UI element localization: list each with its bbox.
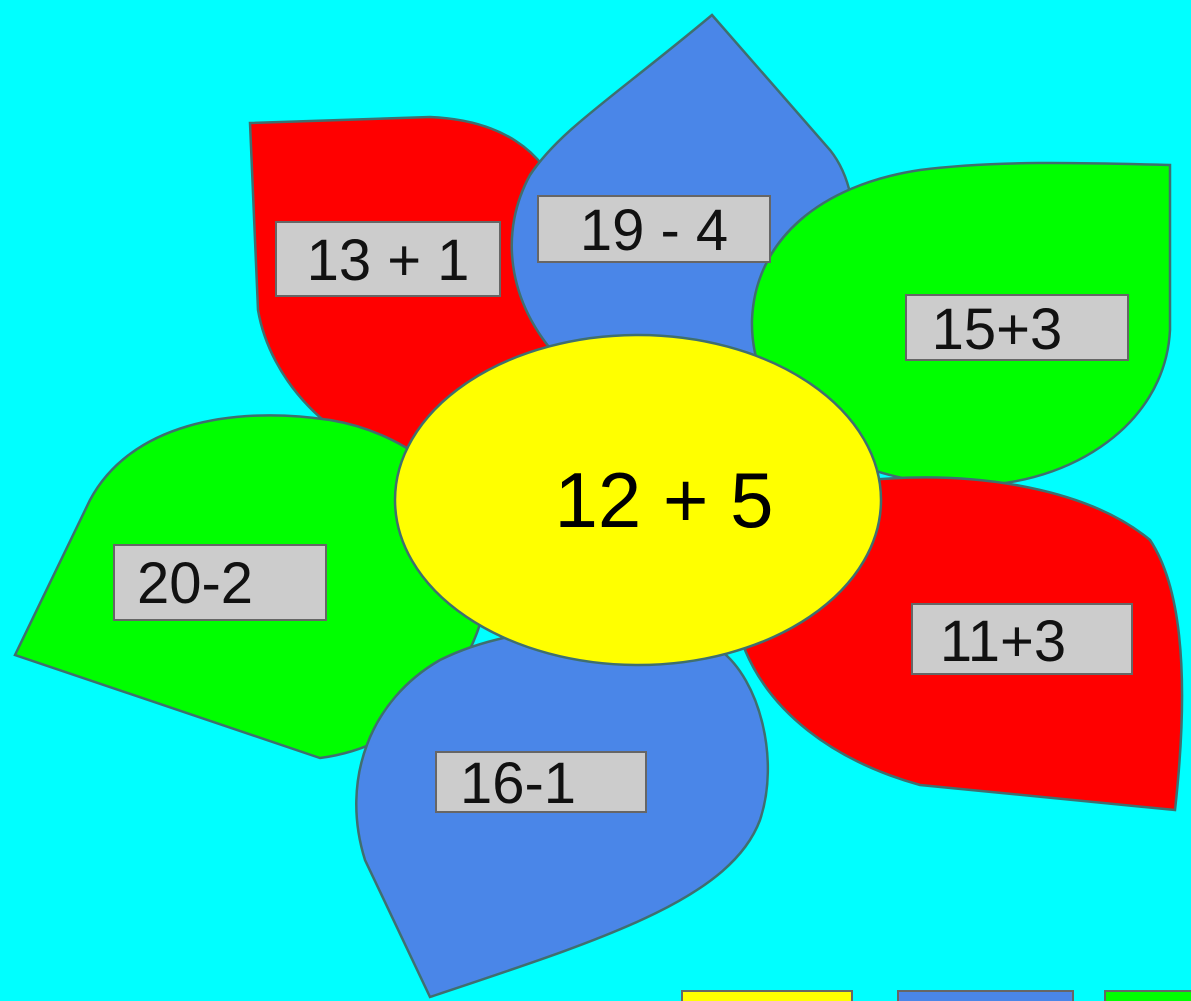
- answer-swatch-yellow[interactable]: [682, 991, 852, 1001]
- label-green-right[interactable]: 15+3: [906, 295, 1128, 362]
- label-text: 11+3: [940, 609, 1066, 674]
- label-text: 20-2: [137, 551, 253, 616]
- label-text: 13 + 1: [307, 228, 470, 293]
- answer-swatch-blue[interactable]: [898, 991, 1073, 1001]
- label-blue-top[interactable]: 19 - 4: [538, 196, 770, 263]
- label-text: 19 - 4: [580, 198, 728, 263]
- label-text: 16-1: [460, 751, 576, 816]
- label-blue-bottom[interactable]: 16-1: [436, 751, 646, 816]
- label-red-bottom-right[interactable]: 11+3: [912, 604, 1132, 674]
- label-text: 15+3: [932, 297, 1063, 362]
- label-green-left[interactable]: 20-2: [114, 545, 326, 620]
- label-red-top-left[interactable]: 13 + 1: [276, 222, 500, 296]
- answer-swatch-green[interactable]: [1105, 991, 1191, 1001]
- center-expression: 12 + 5: [554, 456, 773, 544]
